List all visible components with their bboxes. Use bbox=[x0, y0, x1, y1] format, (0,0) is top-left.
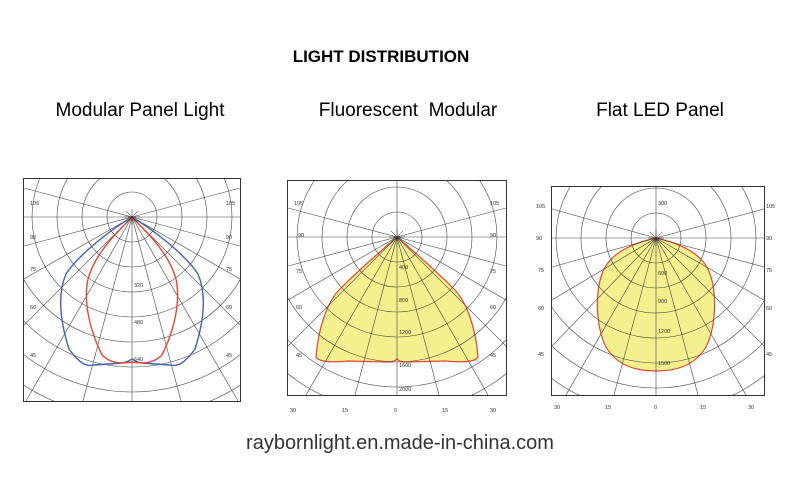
angle-label: 90 bbox=[30, 235, 37, 241]
bottom-angle-label: 30 bbox=[490, 408, 497, 414]
angle-label: 75 bbox=[538, 268, 545, 274]
caption-fluorescent-modular: Fluorescent Modular bbox=[318, 100, 498, 121]
radial-label: 1500 bbox=[658, 361, 671, 367]
angle-label: 75 bbox=[30, 267, 37, 273]
bottom-angle-label: 15 bbox=[442, 408, 449, 414]
caption-flat-led-panel: Flat LED Panel bbox=[596, 100, 724, 121]
angle-label: 60 bbox=[766, 306, 773, 312]
angle-label: 90 bbox=[536, 236, 543, 242]
angle-label: 105 bbox=[294, 201, 304, 207]
polar-grid bbox=[24, 179, 240, 401]
angle-label: 105 bbox=[30, 201, 40, 207]
polar-grid bbox=[552, 187, 764, 395]
radial-label: 600 bbox=[658, 271, 668, 277]
bottom-angle-label: 30 bbox=[554, 405, 561, 411]
radial-label: 1600 bbox=[399, 363, 412, 369]
bottom-angle-label: 15 bbox=[605, 405, 612, 411]
angle-label: 45 bbox=[490, 353, 497, 359]
angle-label: 60 bbox=[226, 305, 233, 311]
angle-label: 90 bbox=[298, 233, 305, 239]
angle-label: 45 bbox=[766, 352, 773, 358]
radial-label: 300 bbox=[658, 201, 668, 207]
angle-label: 45 bbox=[30, 353, 37, 359]
bottom-angle-label: 30 bbox=[290, 408, 297, 414]
angle-label: 45 bbox=[296, 353, 303, 359]
angle-label: 90 bbox=[490, 233, 497, 239]
caption-modular-panel-light: Modular Panel Light bbox=[55, 100, 225, 121]
polar-chart-fluorescent-modular: 105 90 75 60 45 105 90 75 60 45 400 800 … bbox=[287, 180, 507, 396]
angle-label: 45 bbox=[226, 353, 233, 359]
angle-label: 60 bbox=[538, 306, 545, 312]
angle-label: 60 bbox=[30, 305, 37, 311]
angle-label: 75 bbox=[226, 267, 233, 273]
angle-label: 75 bbox=[766, 268, 773, 274]
radial-label: 320 bbox=[134, 283, 144, 289]
bottom-angle-label: 15 bbox=[342, 408, 349, 414]
bottom-angle-label: 0 bbox=[654, 405, 658, 411]
bottom-angle-label: 30 bbox=[748, 405, 755, 411]
radial-label: 400 bbox=[399, 265, 409, 271]
angle-label: 90 bbox=[226, 235, 233, 241]
angle-label: 105 bbox=[766, 204, 776, 210]
radial-label: 1200 bbox=[399, 330, 412, 336]
angle-label: 60 bbox=[490, 305, 497, 311]
radial-label: 1200 bbox=[658, 329, 671, 335]
angle-label: 75 bbox=[490, 269, 497, 275]
angle-label: 105 bbox=[536, 204, 546, 210]
page-title: LIGHT DISTRIBUTION bbox=[292, 47, 470, 66]
angle-label: 60 bbox=[296, 305, 303, 311]
radial-label: 640 bbox=[134, 357, 144, 363]
radial-label: 800 bbox=[399, 298, 409, 304]
curve-c90-270 bbox=[60, 216, 204, 367]
angle-label: 90 bbox=[766, 236, 773, 242]
angle-label: 105 bbox=[490, 201, 500, 207]
angle-label: 45 bbox=[538, 352, 545, 358]
radial-label: 2000 bbox=[399, 387, 412, 393]
polar-grid bbox=[288, 181, 506, 395]
polar-chart-flat-led-panel: 300 600 900 1200 1500 bbox=[551, 186, 765, 396]
angle-label: 75 bbox=[296, 269, 303, 275]
angle-label: 105 bbox=[226, 201, 236, 207]
bottom-angle-label: 15 bbox=[700, 405, 707, 411]
polar-chart-modular-panel-light: 105 90 75 60 45 105 90 75 60 45 320 480 … bbox=[23, 178, 241, 402]
footer-url: raybornlight.en.made-in-china.com bbox=[246, 432, 554, 454]
radial-label: 900 bbox=[658, 299, 668, 305]
curve-c0-180 bbox=[85, 215, 179, 364]
radial-label: 480 bbox=[134, 320, 144, 326]
bottom-angle-label: 0 bbox=[394, 408, 398, 414]
